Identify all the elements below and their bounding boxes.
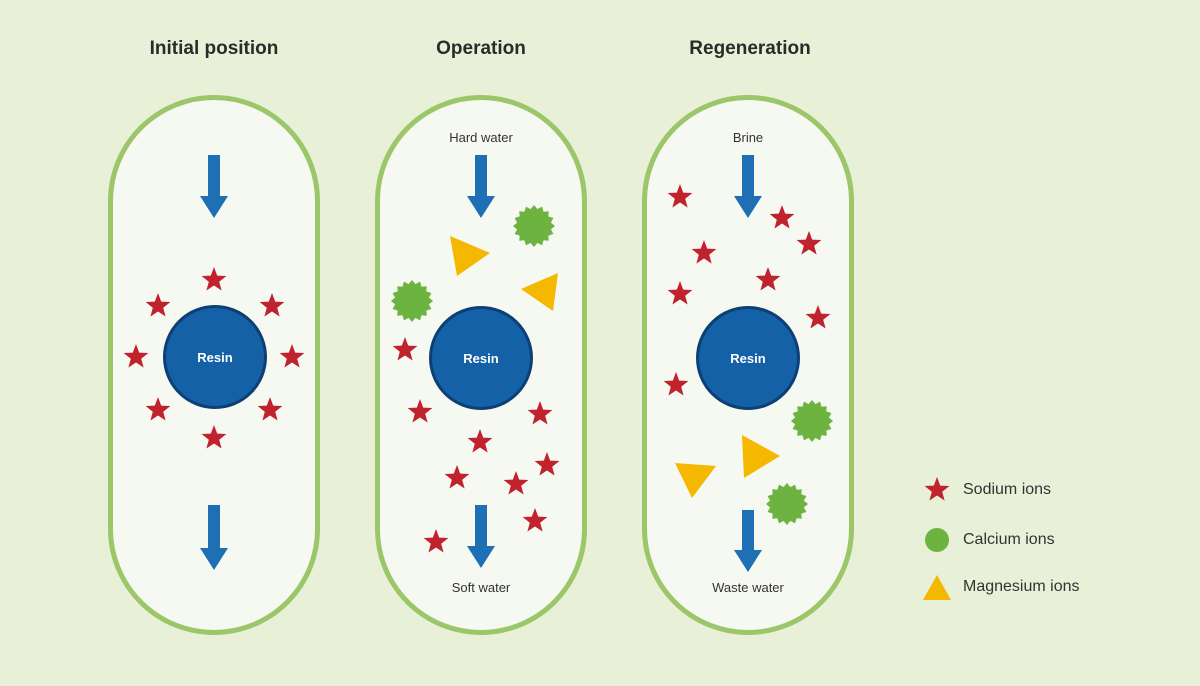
resin-initial: Resin xyxy=(163,305,267,409)
star-icon xyxy=(407,399,433,423)
star-icon xyxy=(257,397,283,421)
arrow-down-icon xyxy=(467,505,495,568)
spiky-circle-icon xyxy=(925,528,949,552)
triangle-icon xyxy=(450,236,490,276)
triangle-icon xyxy=(742,435,780,478)
star-icon xyxy=(503,471,529,495)
resin-regeneration: Resin xyxy=(696,306,800,410)
label-hard-water: Hard water xyxy=(449,130,513,145)
star-icon xyxy=(467,429,493,453)
triangle-icon xyxy=(521,273,558,311)
triangle-icon xyxy=(675,463,716,498)
star-icon xyxy=(123,344,149,368)
star-icon xyxy=(796,231,822,255)
star-icon xyxy=(667,281,693,305)
triangle-icon xyxy=(923,575,951,600)
star-icon xyxy=(279,344,305,368)
arrow-down-icon xyxy=(200,505,228,570)
star-icon xyxy=(667,184,693,208)
column-title-operation: Operation xyxy=(436,38,526,59)
star-icon xyxy=(924,477,950,501)
spiky-circle-icon xyxy=(766,483,808,525)
star-icon xyxy=(444,465,470,489)
star-icon xyxy=(691,240,717,264)
star-icon xyxy=(392,337,418,361)
spiky-circle-icon xyxy=(391,280,433,322)
label-soft-water: Soft water xyxy=(451,580,511,595)
spiky-circle-icon xyxy=(513,205,555,247)
legend-label-calcium: Calcium ions xyxy=(963,531,1055,548)
star-icon xyxy=(755,267,781,291)
label-waste-water: Waste water xyxy=(712,580,784,595)
column-title-regeneration: Regeneration xyxy=(689,38,811,59)
star-icon xyxy=(534,452,560,476)
star-icon xyxy=(527,401,553,425)
resin-operation: Resin xyxy=(429,306,533,410)
arrow-down-icon xyxy=(200,155,228,218)
star-icon xyxy=(663,372,689,396)
star-icon xyxy=(145,293,171,317)
star-icon xyxy=(201,425,227,449)
column-title-initial: Initial position xyxy=(149,38,279,59)
legend-label-sodium: Sodium ions xyxy=(963,481,1052,498)
arrow-down-icon xyxy=(734,510,762,572)
arrow-down-icon xyxy=(467,155,495,218)
star-icon xyxy=(805,305,831,329)
star-icon xyxy=(145,397,171,421)
star-icon xyxy=(201,267,227,291)
spiky-circle-icon xyxy=(791,400,833,442)
star-icon xyxy=(522,508,548,532)
star-icon xyxy=(769,205,795,229)
star-icon xyxy=(259,293,285,317)
legend-label-magnesium: Magnesium ions xyxy=(963,578,1080,595)
arrow-down-icon xyxy=(734,155,762,218)
label-brine: Brine xyxy=(732,130,764,145)
star-icon xyxy=(423,529,449,553)
